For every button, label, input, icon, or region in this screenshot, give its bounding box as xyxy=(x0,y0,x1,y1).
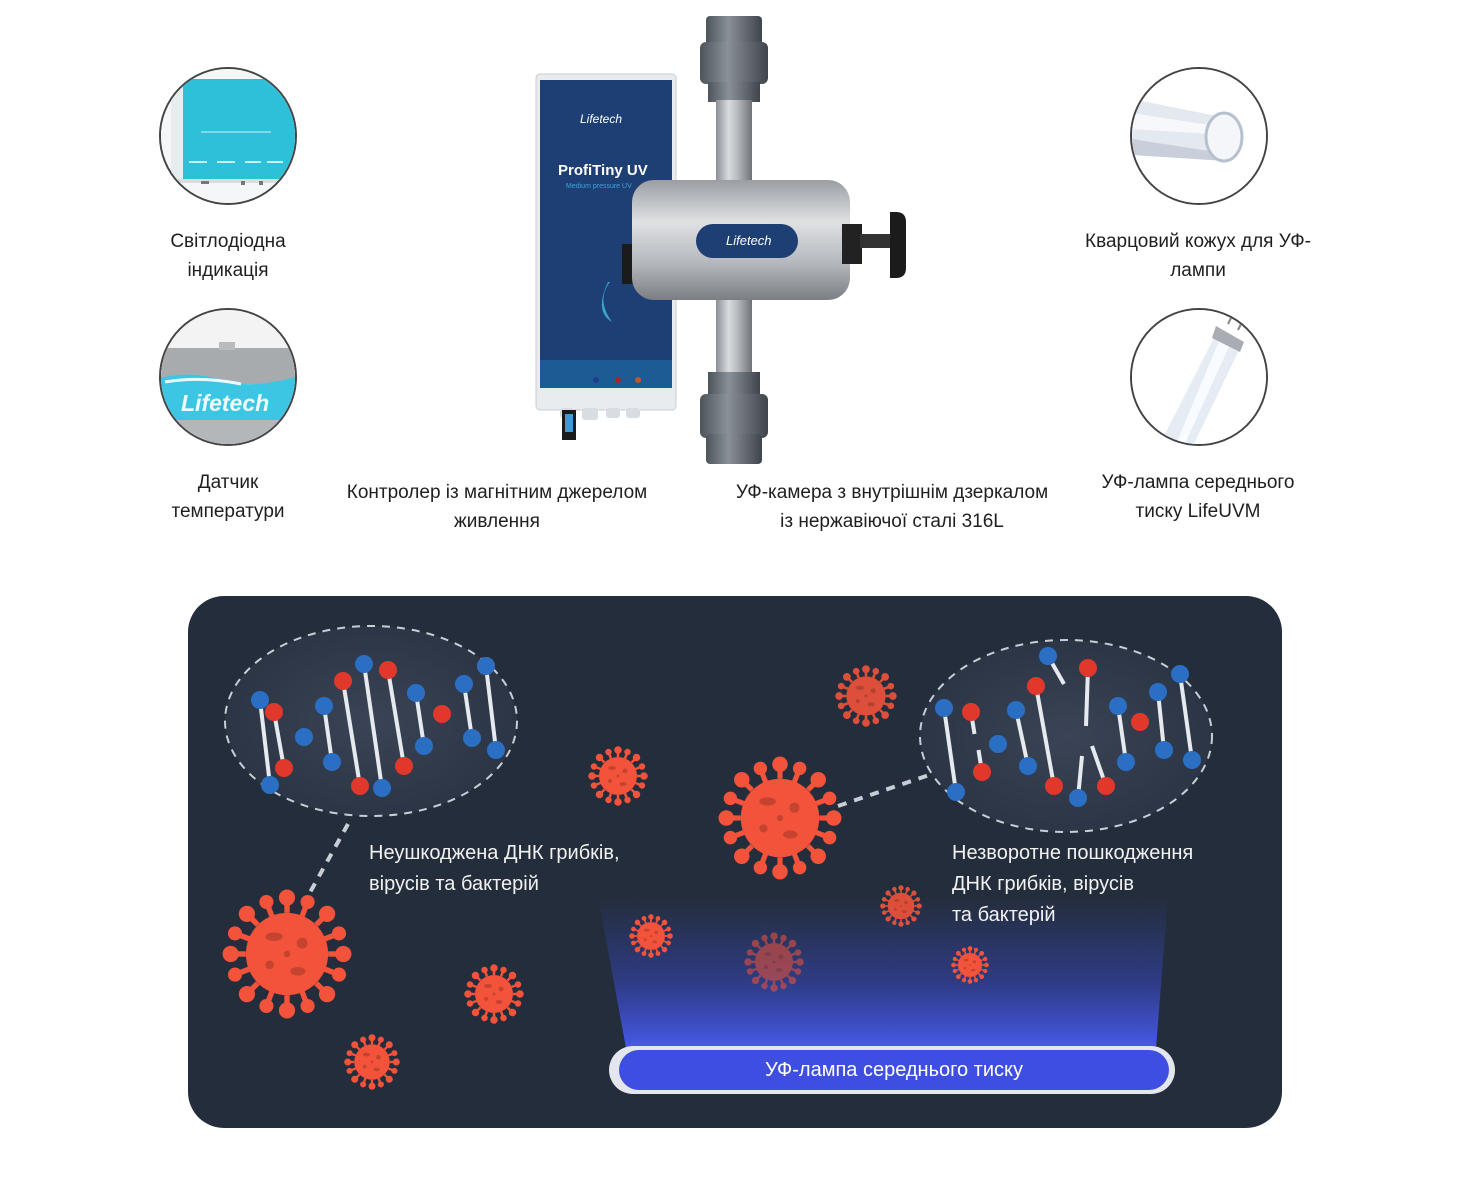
dna-rung xyxy=(1014,709,1030,767)
dna-base xyxy=(351,777,369,795)
dna-base xyxy=(1131,713,1149,731)
sensor-icon xyxy=(161,310,295,444)
quartz-tube-icon xyxy=(1132,69,1266,203)
dna-base xyxy=(973,763,991,781)
controller-brand-logo: Lifetech xyxy=(580,112,623,126)
virus-icon xyxy=(721,759,839,877)
controller-caption: Контролер із магнітним джерелом живлення xyxy=(346,482,648,532)
dna-base xyxy=(265,703,283,721)
dna-diagram-graphic xyxy=(188,625,1213,1090)
uv-chamber-caption: УФ-камера з внутрішнім дзеркалом із нерж… xyxy=(735,482,1049,532)
chamber-brand-logo: Lifetech xyxy=(726,233,772,248)
dna-base xyxy=(355,655,373,673)
dna-base xyxy=(947,783,965,801)
uv-lamp-caption: УФ-лампа середнього тиску LifeUVM xyxy=(1101,472,1295,522)
dna-base xyxy=(323,753,341,771)
dna-base xyxy=(373,779,391,797)
dna-base xyxy=(1039,647,1057,665)
uv-lamp-label: УФ-лампа середнього тиску xyxy=(619,1050,1169,1090)
dna-rung xyxy=(1116,705,1128,763)
virus-icon xyxy=(744,932,804,992)
dna-rung xyxy=(1178,673,1194,761)
virus-icon xyxy=(951,946,989,984)
damaged-dna-text: Незворотне пошкодження ДНК грибків, віру… xyxy=(952,842,1194,926)
dna-base xyxy=(433,705,451,723)
damaged-connector xyxy=(837,772,933,808)
dna-base xyxy=(1171,665,1189,683)
quartz-sleeve-image xyxy=(1130,67,1268,205)
sensor-logo-text: Lifetech xyxy=(181,390,270,416)
dna-rung xyxy=(322,705,334,763)
dna-rung xyxy=(942,707,958,793)
virus-icon xyxy=(629,914,673,958)
dna-base xyxy=(1027,677,1045,695)
dna-base xyxy=(251,691,269,709)
dna-base xyxy=(1069,789,1087,807)
dna-base xyxy=(379,661,397,679)
dna-rung xyxy=(462,683,474,739)
dna-base xyxy=(334,672,352,690)
damaged-dna-bubble xyxy=(919,639,1213,833)
uv-lamp-tube-icon xyxy=(1132,310,1266,444)
dna-base xyxy=(1109,697,1127,715)
dna-base xyxy=(962,703,980,721)
dna-rung xyxy=(1034,685,1056,787)
dna-base xyxy=(1117,753,1135,771)
dna-base xyxy=(935,699,953,717)
uv-light-beam xyxy=(598,896,1168,1048)
dna-base xyxy=(487,741,505,759)
dna-base xyxy=(295,728,313,746)
dna-base xyxy=(1097,777,1115,795)
virus-icon xyxy=(835,665,897,727)
dna-base xyxy=(395,757,413,775)
dna-base xyxy=(1079,659,1097,677)
dna-base xyxy=(275,759,293,777)
temperature-sensor-image: Lifetech xyxy=(159,308,297,446)
dna-base xyxy=(415,737,433,755)
dna-base xyxy=(261,776,279,794)
product-image: Lifetech ProfiTiny UV Medium pressure UV… xyxy=(530,12,950,472)
dna-rung xyxy=(258,699,272,786)
dna-base xyxy=(315,697,333,715)
dna-base xyxy=(407,684,425,702)
dna-base xyxy=(477,657,495,675)
dna-base xyxy=(455,675,473,693)
dna-base xyxy=(463,729,481,747)
dna-diagram-panel: Неушкоджена ДНК грибків, вірусів та бакт… xyxy=(188,596,1282,1128)
virus-icon xyxy=(464,964,524,1024)
dna-rung-broken xyxy=(1084,667,1090,727)
dna-base xyxy=(1155,741,1173,759)
quartz-sleeve-caption: Кварцовий кожух для УФ- лампи xyxy=(1085,231,1311,281)
intact-dna-text: Неушкоджена ДНК грибків, вірусів та бакт… xyxy=(369,842,620,895)
dna-rung xyxy=(272,711,286,769)
led-indication-caption: Світлодіодна індикація xyxy=(170,231,286,281)
dna-rung xyxy=(484,665,498,751)
uv-lamp-bar: УФ-лампа середнього тиску xyxy=(609,1046,1175,1094)
intact-connector xyxy=(306,823,350,897)
virus-icon xyxy=(880,885,922,927)
dna-base xyxy=(989,735,1007,753)
uv-system-illustration xyxy=(535,16,906,464)
controller-model-title: ProfiTiny UV xyxy=(558,162,648,179)
led-indication-image xyxy=(159,67,297,205)
led-panel-icon xyxy=(161,69,295,203)
dna-base xyxy=(1045,777,1063,795)
dna-base xyxy=(1183,751,1201,769)
controller-model-subtitle: Medium pressure UV xyxy=(566,183,632,190)
virus-icon xyxy=(344,1034,400,1090)
virus-icon xyxy=(225,892,349,1016)
virus-icon xyxy=(588,746,648,806)
dna-rung xyxy=(362,663,384,789)
dna-rung xyxy=(341,680,362,787)
temperature-sensor-caption: Датчик температури xyxy=(171,472,285,522)
uv-lamp-image xyxy=(1130,308,1268,446)
dna-base xyxy=(1007,701,1025,719)
dna-base xyxy=(1149,683,1167,701)
dna-rung xyxy=(1156,691,1166,751)
dna-rung xyxy=(386,669,406,767)
dna-base xyxy=(1019,757,1037,775)
